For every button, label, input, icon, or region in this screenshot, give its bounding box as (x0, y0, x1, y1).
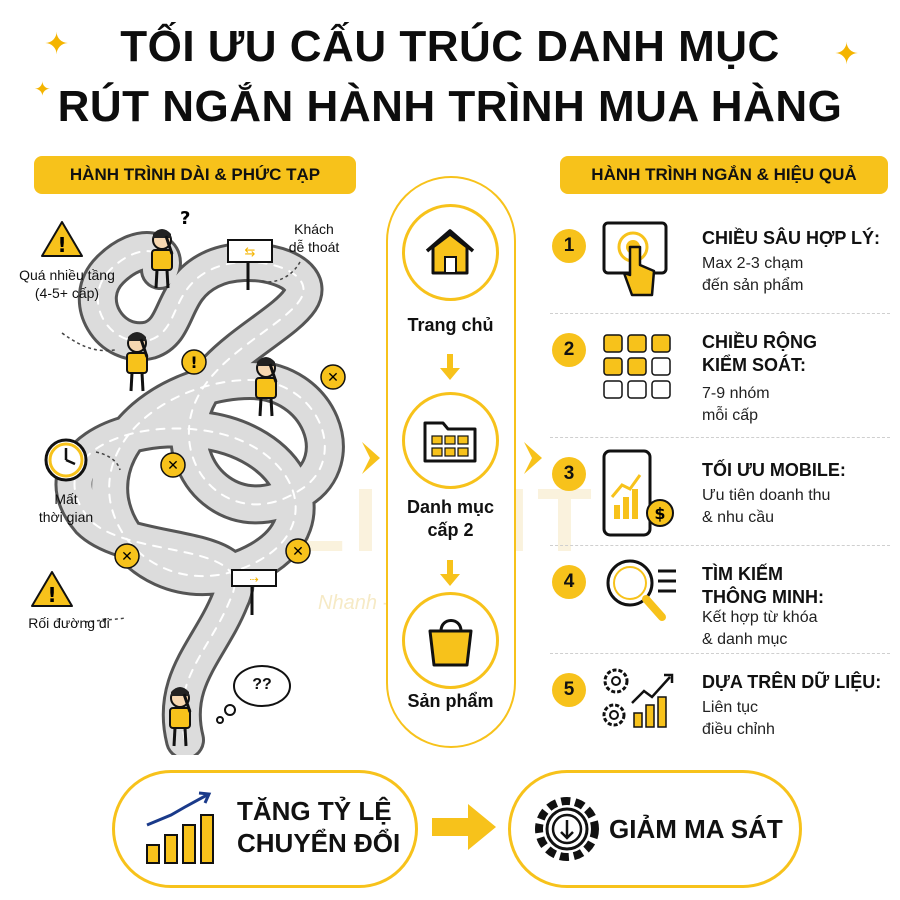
step-item: 3 $ TỐI ƯU MOBILE: Ưu tiên doanh thu & n… (540, 445, 882, 545)
thought-bubble-icon (216, 665, 291, 724)
arrow-down-icon (440, 354, 460, 380)
chevron-right-icon (524, 442, 542, 474)
center-label-product: Sản phẩm (407, 691, 494, 711)
step-desc: Liên tục điều chỉnh (702, 699, 775, 738)
sparkle-icon: ✦ (44, 28, 70, 61)
short-path-column: Trang chủ Danh mục cấp 2 Sản phẩm (386, 176, 516, 748)
step-title: CHIỀU SÂU HỢP LÝ: (702, 228, 881, 248)
gears-chart-icon (602, 668, 674, 728)
main-title-line2: RÚT NGẮN HÀNH TRÌNH MUA HÀNG (57, 82, 843, 131)
svg-text:✕: ✕ (327, 370, 339, 386)
step-number: 2 (552, 333, 586, 367)
svg-text:?: ? (180, 208, 190, 229)
step-number: 1 (552, 229, 586, 263)
svg-text:⇆: ⇆ (245, 245, 256, 260)
step-number: 5 (552, 673, 586, 707)
label-time-loss: Mất thời gian (38, 491, 94, 525)
label-customers-leave: Khách dễ thoát (288, 221, 340, 255)
folder-icon (402, 392, 499, 489)
right-header: HÀNH TRÌNH NGẮN & HIỆU QUẢ (560, 156, 888, 194)
mobile-chart-icon: $ (602, 449, 674, 537)
gear-icon (535, 797, 599, 861)
warning-icon: ! ! ! (31, 221, 207, 607)
divider (550, 545, 890, 546)
step-item: 1 CHIỀU SÂU HỢP LÝ: Max 2-3 chạm đến sản… (540, 205, 882, 311)
svg-text:⇢: ⇢ (249, 573, 258, 586)
step-item: 5 DỰA TRÊN DỮ LIỆU: Liên tục điều chỉnh (540, 659, 882, 749)
growth-chart-icon (146, 791, 214, 864)
magnifier-icon (606, 559, 676, 621)
confused-person-icon (254, 355, 278, 418)
svg-text:✕: ✕ (292, 544, 304, 560)
step-desc: Ưu tiên doanh thu & nhu cầu (702, 487, 831, 526)
friction-pill: GIẢM MA SÁT (508, 770, 802, 888)
svg-text:!: ! (190, 353, 197, 372)
sparkle-icon: ✦ (34, 79, 51, 101)
svg-text:$: $ (654, 504, 665, 523)
step-title: CHIỀU RỘNG KIỂM SOÁT: (702, 332, 818, 375)
step-title: TỐI ƯU MOBILE: (702, 460, 846, 480)
friction-text: GIẢM MA SÁT (609, 814, 783, 844)
divider (550, 653, 890, 654)
step-desc: Kết hợp từ khóa & danh mục (702, 609, 818, 648)
svg-text:!: ! (57, 233, 66, 257)
divider (550, 437, 890, 438)
shopping-bag-icon (402, 592, 499, 689)
step-number: 4 (552, 565, 586, 599)
chevron-right-icon (362, 442, 380, 474)
center-label-home: Trang chủ (407, 315, 494, 335)
step-desc: 7-9 nhóm mỗi cấp (702, 385, 770, 424)
sparkle-icon: ✦ (834, 38, 860, 71)
label-many-levels: Quá nhiều tầng (4-5+ cấp) (19, 267, 115, 301)
conversion-text: TĂNG TỶ LỆ CHUYỂN ĐỔI (237, 796, 401, 858)
step-title: TÌM KIẾM THÔNG MINH: (702, 564, 824, 607)
svg-text:✕: ✕ (121, 549, 133, 565)
step-number: 3 (552, 457, 586, 491)
step-item: 2 CHIỀU RỘNG KIỂM SOÁT: 7-9 nhóm mỗi cấp (540, 321, 882, 431)
divider (550, 313, 890, 314)
grid-icon (603, 334, 671, 399)
step-item: 4 TÌM KIẾM THÔNG MINH: Kết hợp từ khóa &… (540, 551, 882, 651)
arrow-down-icon (440, 560, 460, 586)
arrow-right-icon (432, 804, 496, 850)
step-desc: Max 2-3 chạm đến sản phẩm (702, 255, 804, 294)
label-lost-path: Rối đường đi (28, 615, 110, 631)
signpost-icon: ⇆ ⇢ (227, 239, 277, 615)
left-header: HÀNH TRÌNH DÀI & PHỨC TẠP (34, 156, 356, 194)
step-title: DỰA TRÊN DỮ LIỆU: (702, 672, 882, 692)
svg-text:!: ! (47, 583, 56, 607)
confused-person-icon (125, 330, 149, 393)
main-title-line1: TỐI ƯU CẤU TRÚC DANH MỤC (120, 22, 780, 71)
x-marker-icon: ✕ ✕ ✕ ✕ (114, 364, 346, 569)
conversion-pill: TĂNG TỶ LỆ CHUYỂN ĐỔI (112, 770, 418, 888)
home-icon (402, 204, 499, 301)
clock-icon (44, 438, 88, 482)
touch-screen-icon (602, 221, 668, 297)
thought-bubble-text: ?? (252, 676, 272, 693)
svg-text:✕: ✕ (167, 458, 179, 474)
center-label-category: Danh mục cấp 2 (406, 497, 494, 540)
winding-road-illustration: ✕ ✕ ✕ ✕ ! ! ! ⇆ ⇢ ? (31, 208, 346, 755)
